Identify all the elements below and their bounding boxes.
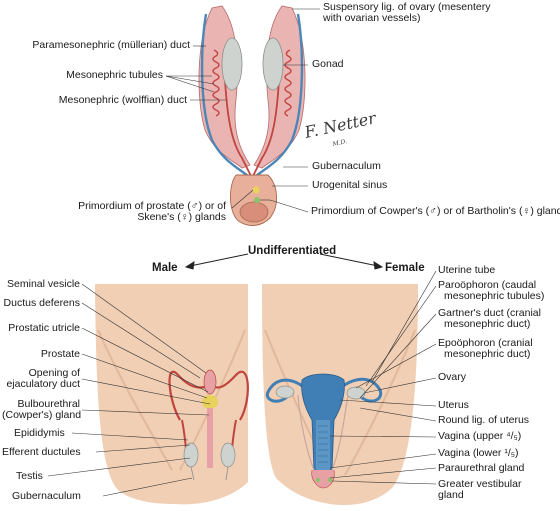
male-leader-lines	[47, 283, 211, 497]
left-uterine-tube	[265, 378, 306, 403]
left-ductus-deferens	[168, 370, 211, 421]
mesonephric-tubules-label: Mesonephric tubules	[66, 69, 163, 81]
gartner-duct-label-line2: mesonephric duct)	[444, 318, 531, 330]
epididymis-label: Epididymis	[14, 427, 65, 439]
prostate-primordium	[252, 186, 260, 194]
paroophoron-label-line2: mesonephric tubules)	[444, 290, 545, 302]
female-heading: Female	[385, 262, 425, 274]
suspensory-ligament-label: Suspensory lig. of ovary (mesentery	[323, 1, 491, 13]
undifferentiated-illustration	[198, 5, 306, 226]
suspensory-ligament-label-line2: with ovarian vessels)	[323, 12, 421, 24]
ejaculatory-duct-label-line2: ejaculatory duct	[6, 378, 80, 390]
right-ovary	[346, 386, 366, 400]
prostate-label: Prostate	[40, 348, 80, 360]
bulbourethral-gland-label: Bulbourethral	[17, 398, 80, 410]
seminal-vesicles	[203, 369, 217, 395]
urogenital-sinus-label: Urogenital sinus	[312, 179, 388, 191]
female-leader-lines	[329, 270, 437, 485]
vagina-organ	[316, 420, 330, 470]
mesonephric-duct-label: Mesonephric (wolffian) duct	[58, 94, 187, 106]
epoophoron-label: Epoöphoron (cranial	[438, 337, 533, 349]
signature-graphic: F. Netter	[302, 108, 379, 142]
gonad-label: Gonad	[312, 58, 344, 70]
efferent-ductules-label: Efferent ductules	[2, 446, 81, 458]
male-heading: Male	[152, 262, 178, 274]
gartner-duct	[297, 394, 349, 471]
right-gonad	[262, 37, 284, 91]
svg-text:M.D.: M.D.	[331, 138, 348, 148]
cowper-primordium-label: Primordium of Cowper's (♂) or of Barthol…	[311, 205, 560, 217]
ejaculatory-duct-label: Opening of	[28, 367, 80, 379]
greater-vestibular-gland-label: Greater vestibular	[438, 478, 522, 490]
left-mesonephric-ridge	[198, 5, 251, 169]
left-ovary	[275, 385, 295, 399]
right-uterine-tube	[339, 377, 383, 403]
greater-vestibular-gland-label-line2: gland	[438, 489, 464, 501]
left-tubules	[212, 49, 220, 117]
sinus-opening	[239, 201, 269, 223]
epoophoron-label-line2: mesonephric duct)	[444, 348, 531, 360]
prostate-organ	[202, 395, 218, 409]
right-testis	[220, 442, 236, 468]
male-illustration	[95, 284, 249, 505]
bulbourethral-gland-label-line2: (Cowper's) gland	[2, 409, 82, 421]
gubernaculum-male-label: Gubernaculum	[12, 490, 81, 502]
female-illustration	[262, 284, 418, 506]
arrows	[184, 253, 384, 270]
gubernaculum-top-label: Gubernaculum	[312, 160, 381, 172]
undifferentiated-heading: Undifferentiated	[248, 245, 337, 257]
left-testis	[183, 442, 199, 468]
top-leader-lines	[165, 8, 320, 213]
uterine-tube-label: Uterine tube	[438, 264, 496, 276]
prostate-primordium-label-line2: Skene's (♀) glands	[137, 211, 226, 223]
round-ligament-label: Round lig. of uterus	[438, 414, 530, 426]
seminal-vesicle-label: Seminal vesicle	[7, 278, 80, 290]
ductus-deferens-label: Ductus deferens	[3, 297, 80, 309]
vagina-lower-label: Vagina (lower ¹/₅)	[438, 447, 519, 459]
left-paramesonephric-duct	[200, 13, 249, 177]
gartner-duct-label: Gartner's duct (cranial	[438, 307, 541, 319]
paramesonephric-duct-label: Paramesonephric (müllerian) duct	[32, 39, 190, 51]
paroophoron-label: Paroöphoron (caudal	[438, 279, 537, 291]
urethra	[207, 408, 213, 468]
right-ductus-deferens	[209, 370, 249, 421]
vagina-upper-label: Vagina (upper ⁴/₅)	[438, 430, 522, 442]
left-gonad	[221, 37, 243, 91]
cowper-primordium	[254, 197, 260, 203]
right-mesonephric-ridge	[253, 5, 306, 169]
testis-label: Testis	[16, 470, 43, 482]
prostate-primordium-label: Primordium of prostate (♂) or of	[78, 200, 226, 212]
paraurethral-gland-label: Paraurethral gland	[438, 462, 525, 474]
uterus-label: Uterus	[438, 399, 469, 411]
ovary-label: Ovary	[438, 371, 467, 383]
right-paramesonephric-duct	[255, 13, 304, 177]
prostatic-utricle-label: Prostatic utricle	[8, 322, 80, 334]
right-tubules	[284, 49, 292, 117]
